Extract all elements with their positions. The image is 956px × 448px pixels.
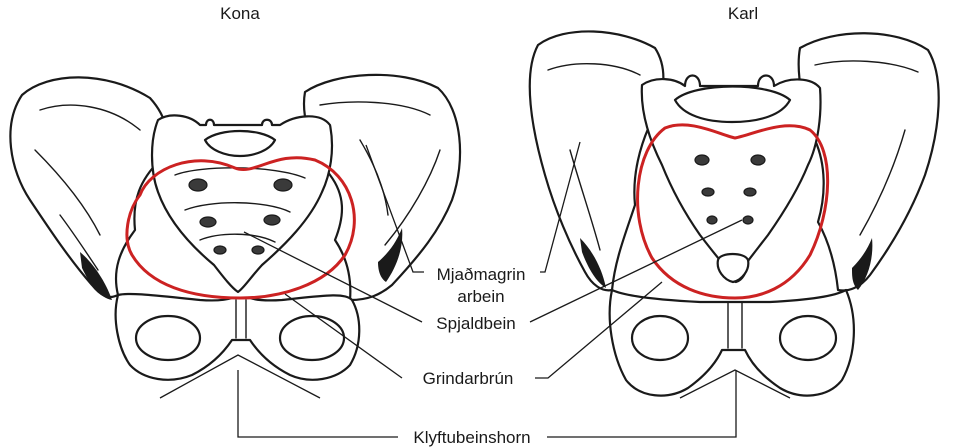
female-title: Kona [220,4,260,23]
leader-pubic-arch [237,370,737,438]
leader-lines [237,141,743,438]
pelvic-brim-label: Grindarbrún [423,369,514,388]
leader-ilium-left [365,144,424,273]
female-pelvic-brim [125,156,356,300]
male-pelvis [528,30,940,399]
sacrum-label: Spjaldbein [436,314,515,333]
male-right-ilium [797,32,940,292]
ilium-label-line2: arbein [457,287,504,306]
leader-brim-right [535,281,663,379]
male-title: Karl [728,4,758,23]
leader-ilium-right [540,141,581,273]
leader-brim-left [284,293,403,379]
ilium-label-line1: Mjaðmagrin [437,265,526,284]
leader-sacrum-right [529,219,743,323]
female-left-ilium [9,76,168,299]
male-pelvic-brim [636,123,830,300]
male-left-ilium [528,30,665,292]
pubic-arch-label: Klyftubeinshorn [413,428,530,447]
male-pubis [608,288,855,397]
leader-sacrum-left [243,231,423,323]
female-pelvis [9,73,462,399]
